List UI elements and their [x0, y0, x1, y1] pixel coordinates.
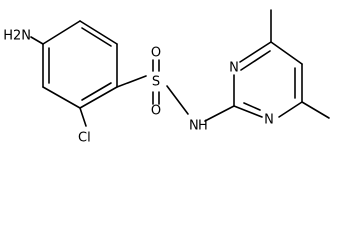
- pyrimidine-ring: [233, 41, 303, 118]
- oxygen-top-label: O: [151, 46, 161, 61]
- bond-ring-c6-c1: [42, 20, 81, 45]
- sulfur-label: S: [152, 75, 160, 90]
- bond-ring-sulfur: [116, 75, 147, 88]
- pyrimidine-n-top-label: N: [229, 61, 239, 76]
- nh-nitrogen-label: N: [189, 119, 199, 134]
- bond-nh-pyrimidine: [204, 105, 235, 122]
- benzene-ring: [42, 20, 118, 109]
- chemical-structure-diagram: H2N Cl S O O N H N N: [3, 9, 330, 146]
- bond-pyr-n-bottom-c2: [233, 105, 263, 118]
- amine-label: H2N: [3, 29, 31, 44]
- bond-chlorine: [79, 107, 87, 127]
- bond-ring-c4-c5: [42, 86, 81, 109]
- nh-hydrogen-label: H: [198, 119, 208, 134]
- oxygen-bottom-label: O: [151, 104, 161, 119]
- bond-pyr-n-top-c: [239, 41, 272, 63]
- bond-pyr-double-1: [240, 50, 271, 71]
- bond-ring-c1-c2: [79, 20, 118, 45]
- bond-methyl-bottom: [301, 101, 330, 119]
- chlorine-label: Cl: [78, 131, 91, 146]
- bond-ring-c3-c4: [79, 86, 118, 109]
- bond-ring-double-2: [81, 82, 112, 101]
- pyrimidine-n-bottom-label: N: [264, 113, 274, 128]
- sulfonyl-bonds: [152, 59, 189, 115]
- bond-s-nh: [166, 85, 189, 115]
- bond-amine: [30, 36, 44, 45]
- bond-pyr-c-n-bottom: [278, 101, 303, 118]
- bond-ring-double-1: [81, 27, 112, 47]
- bond-pyr-double-3: [243, 102, 261, 111]
- bond-pyr-c-c: [270, 41, 303, 65]
